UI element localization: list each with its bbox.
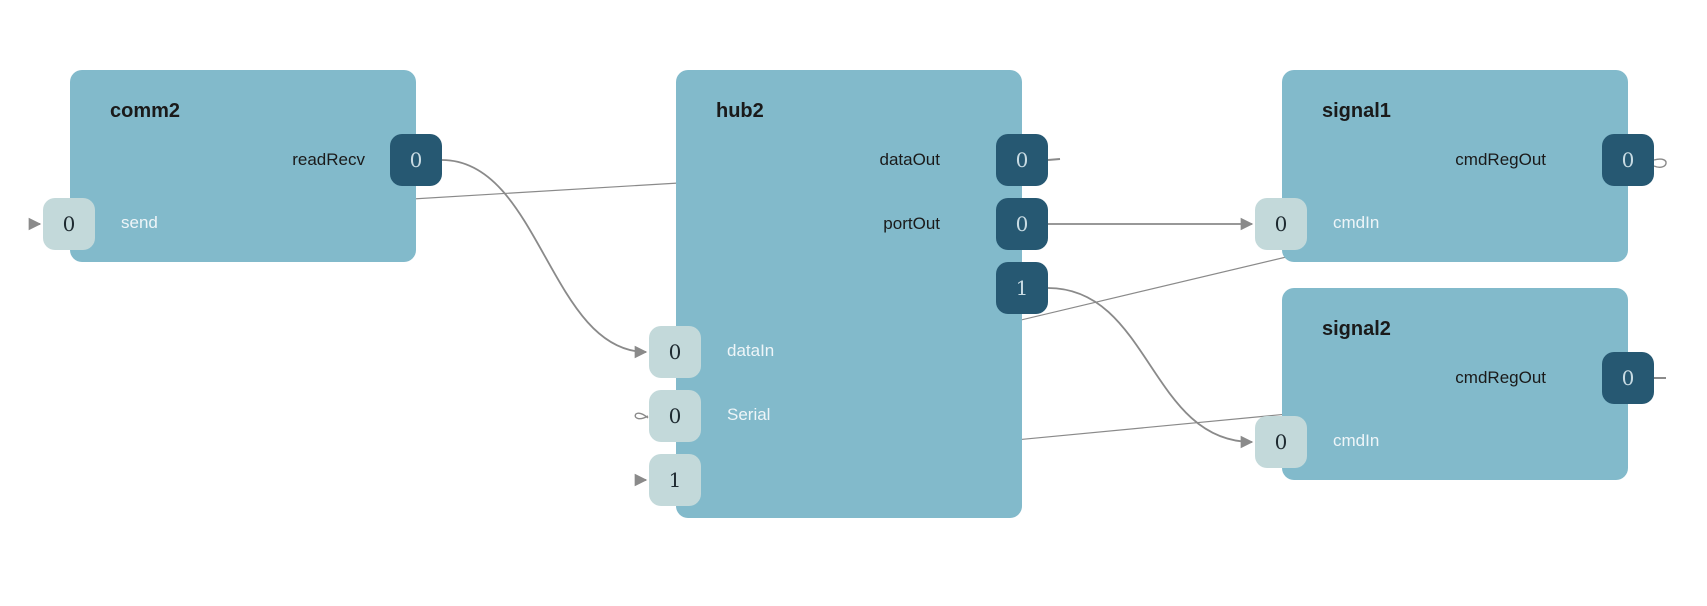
port-label-portOut: portOut	[883, 214, 940, 233]
node-title: hub2	[716, 100, 764, 122]
edge-out1-cmdIn	[1047, 287, 1254, 449]
input-port-extra[interactable]: 1	[649, 454, 701, 506]
output-port-dataOut[interactable]: 0	[996, 134, 1048, 186]
port-label-cmdRegOut: cmdRegOut	[1455, 368, 1546, 387]
node-title: comm2	[110, 100, 181, 122]
input-port-cmdIn[interactable]: 0	[1255, 198, 1307, 250]
port-label-dataOut: dataOut	[879, 150, 941, 169]
loop-cmdRegOut	[1653, 158, 1667, 168]
port-label-send: send	[121, 213, 158, 232]
port-label-cmdRegOut: cmdRegOut	[1455, 150, 1546, 169]
node-hub2[interactable]: hub2	[676, 70, 1022, 518]
port-label-dataIn: dataIn	[727, 341, 775, 360]
node-signal2[interactable]: signal2	[1282, 288, 1628, 480]
output-port-cmdRegOut[interactable]: 0	[1602, 134, 1654, 186]
output-port-extra[interactable]: 1	[996, 262, 1048, 314]
port-label-cmdIn: cmdIn	[1333, 213, 1380, 232]
loop-serial	[634, 412, 649, 420]
input-port-send[interactable]: 0	[43, 198, 95, 250]
node-comm2[interactable]: comm2	[70, 70, 416, 262]
node-title: signal1	[1322, 100, 1391, 122]
output-port-cmdRegOut[interactable]: 0	[1602, 352, 1654, 404]
input-port-cmdIn[interactable]: 0	[1255, 416, 1307, 468]
port-label-cmdIn: cmdIn	[1333, 431, 1380, 450]
port-label-Serial: Serial	[727, 405, 771, 424]
input-port-Serial[interactable]: 0	[649, 390, 701, 442]
stub-dataOut	[1047, 158, 1061, 161]
input-port-dataIn[interactable]: 0	[649, 326, 701, 378]
output-port-readRecv[interactable]: 0	[390, 134, 442, 186]
output-port-portOut[interactable]: 0	[996, 198, 1048, 250]
node-signal1[interactable]: signal1	[1282, 70, 1628, 262]
edge-readRecv-dataIn	[441, 159, 648, 359]
port-label-readRecv: readRecv	[292, 150, 365, 169]
node-title: signal2	[1322, 318, 1391, 340]
